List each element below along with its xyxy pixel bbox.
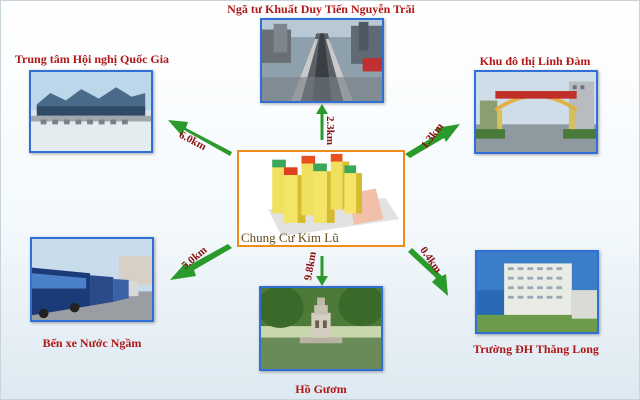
photo-intersection: [260, 18, 384, 103]
arrow-top: [316, 104, 328, 140]
arrow-top-left: [168, 120, 232, 156]
label-bottom-right: Trường ĐH Thăng Long: [473, 342, 599, 356]
label-top-right: Khu đô thị Linh Đàm: [479, 54, 591, 68]
label-bottom-left: Bến xe Nước Ngầm: [42, 336, 142, 350]
arrow-top-right: [405, 124, 460, 158]
label-top: Ngã tư Khuất Duy Tiến Nguyễn Trãi: [227, 2, 415, 16]
photo-bus-station: [30, 237, 154, 322]
arrow-bottom: [316, 256, 328, 286]
distance-top: 2.3km: [324, 116, 336, 146]
label-top-left: Trung tâm Hội nghị Quốc Gia: [14, 52, 170, 66]
arrow-bottom-left: [170, 244, 232, 280]
label-bottom: Hồ Gươm: [295, 382, 347, 396]
center-building-image: [237, 150, 405, 247]
arrow-bottom-right: [408, 248, 448, 296]
center-caption: Chung Cư Kim Lũ: [241, 230, 339, 245]
photo-linh-dam: [474, 70, 598, 154]
photo-thang-long-university: [475, 250, 599, 334]
photo-convention-center: [29, 70, 153, 153]
photo-hoan-kiem: [259, 286, 383, 371]
